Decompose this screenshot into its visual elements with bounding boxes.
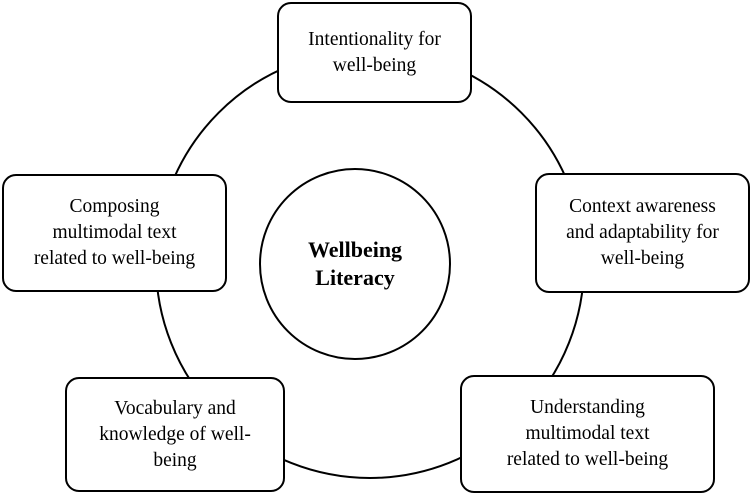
center-concept: Wellbeing Literacy [259, 168, 451, 360]
node-intentionality: Intentionality for well-being [277, 2, 472, 103]
node-context-awareness: Context awareness and adaptability for w… [535, 173, 750, 293]
node-understanding-text: Understanding multimodal text related to… [460, 375, 715, 493]
node-composing-text: Composing multimodal text related to wel… [2, 174, 227, 292]
node-vocabulary-knowledge-label: Vocabulary and knowledge of well- being [99, 397, 251, 471]
node-intentionality-label: Intentionality for well-being [308, 28, 441, 76]
node-understanding-text-label: Understanding multimodal text related to… [506, 397, 669, 470]
node-composing-text-label: Composing multimodal text related to wel… [33, 196, 196, 269]
node-vocabulary-knowledge: Vocabulary and knowledge of well- being [65, 377, 285, 492]
node-context-awareness-label: Context awareness and adaptability for w… [566, 196, 719, 269]
